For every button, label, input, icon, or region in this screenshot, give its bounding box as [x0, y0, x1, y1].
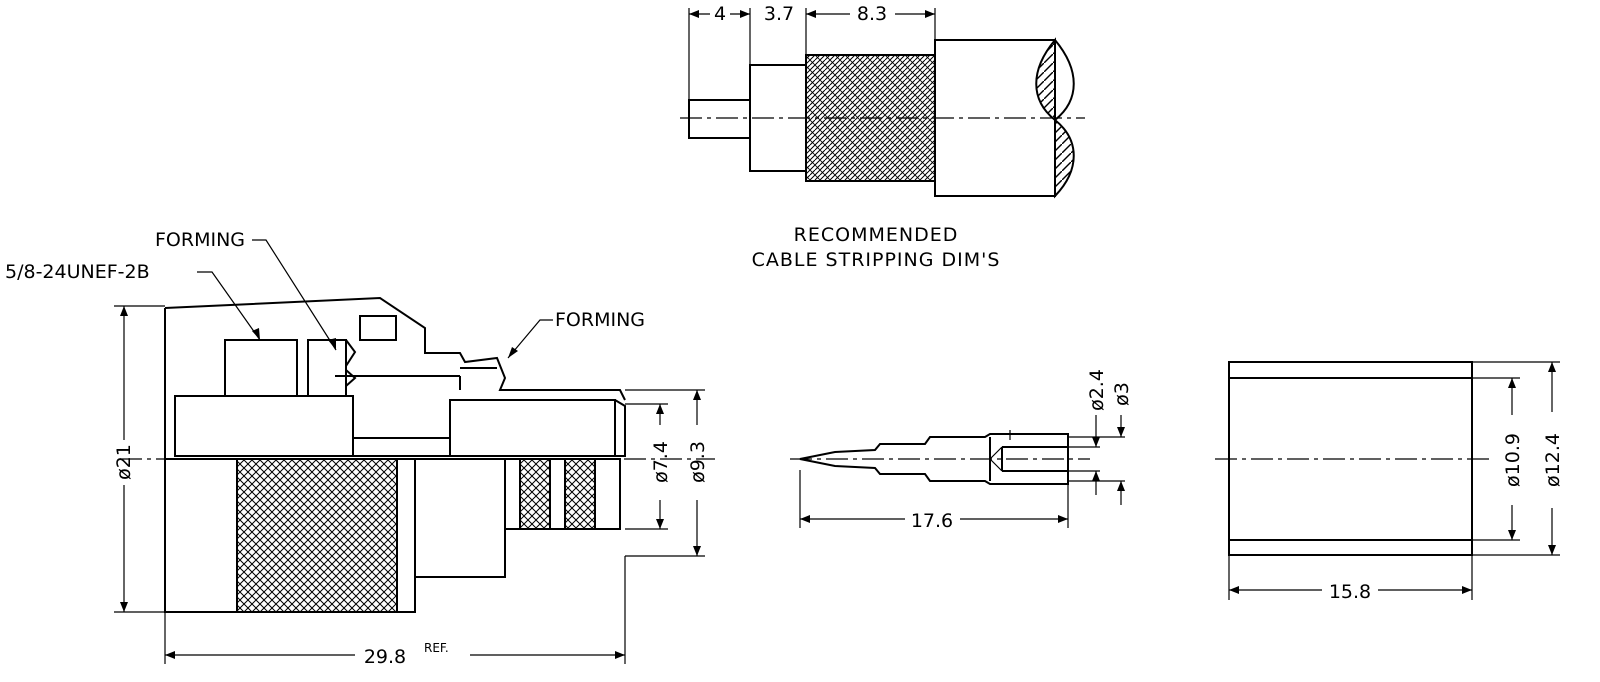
dim-conductor-strip: 4	[714, 3, 726, 25]
cable-conductor	[688, 99, 751, 139]
dim-overall-diameter: ø21	[113, 444, 135, 480]
dim-connector-length: 29.8	[364, 646, 406, 668]
ferrule-view: ø10.9 ø12.4 15.8	[1215, 361, 1564, 603]
connector-knurled-nut	[236, 458, 398, 613]
cable-caption-line1: RECOMMENDED	[794, 224, 959, 246]
dim-bore-small: ø7.4	[650, 441, 672, 483]
dim-ferrule-length: 15.8	[1329, 581, 1371, 603]
dim-braid-strip: 8.3	[857, 3, 887, 25]
dim-pin-diameter: ø2.4	[1086, 369, 1108, 411]
connector-view: FORMING 5/8-24UNEF-2B FORMING ø21 ø7.4	[5, 229, 715, 668]
connector-crimp-knurl-2	[564, 458, 596, 530]
contact-pin-outline	[799, 433, 1069, 485]
cable-stripping-view: 4 3.7 8.3 RECOMMENDED CABLE STRIPPING DI…	[680, 3, 1085, 271]
label-forming-right: FORMING	[555, 309, 645, 331]
contact-pin-view: ø2.4 ø3 17.6	[790, 369, 1133, 532]
dim-bore-large: ø9.3	[687, 441, 709, 483]
dim-connector-length-ref: REF.	[424, 641, 449, 655]
cable-caption-line2: CABLE STRIPPING DIM'S	[752, 249, 1001, 271]
label-forming-top: FORMING	[155, 229, 245, 251]
connector-crimp-knurl-1	[519, 458, 551, 530]
dim-pin-outer: ø3	[1111, 382, 1133, 406]
dim-pin-length: 17.6	[911, 510, 953, 532]
connector-inner-tube	[174, 395, 354, 457]
connector-crimp-tube	[449, 399, 616, 457]
dim-ferrule-inner: ø10.9	[1502, 433, 1524, 487]
label-thread-spec: 5/8-24UNEF-2B	[5, 261, 150, 283]
dim-dielectric-strip: 3.7	[764, 3, 794, 25]
dim-ferrule-outer: ø12.4	[1542, 433, 1564, 487]
